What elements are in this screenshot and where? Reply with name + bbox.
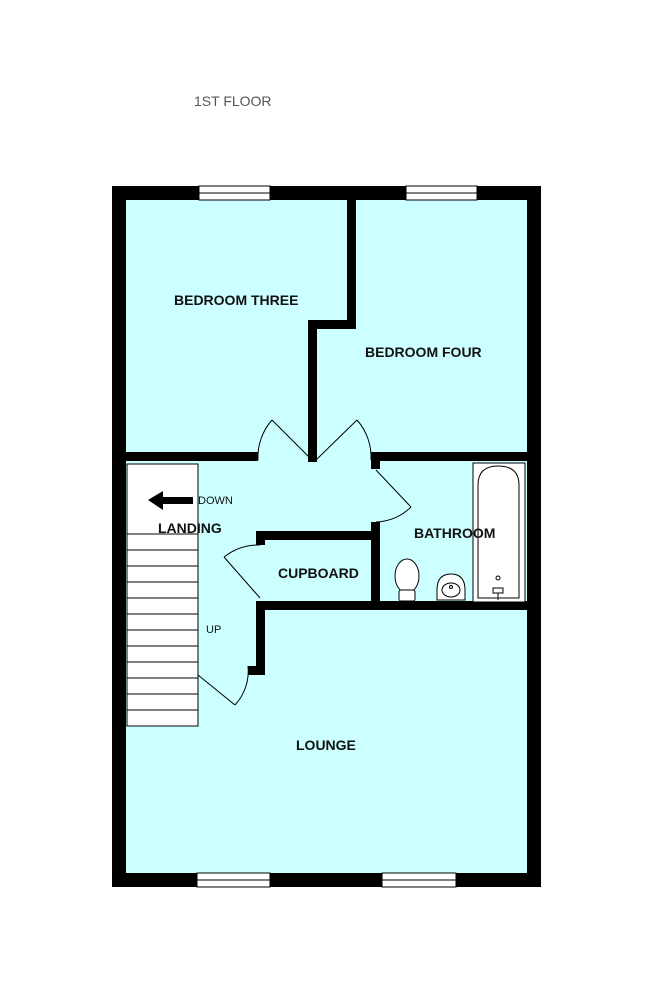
window-icon	[381, 872, 457, 888]
door-swing-icon	[315, 419, 372, 461]
window-icon	[196, 872, 271, 888]
toilet-icon	[394, 558, 420, 602]
label-stairs-down: DOWN	[198, 495, 233, 507]
door-swing-icon	[197, 665, 249, 706]
label-bedroom-four: BEDROOM FOUR	[365, 344, 482, 360]
label-bathroom: BATHROOM	[414, 525, 495, 541]
label-lounge: LOUNGE	[296, 737, 356, 753]
door-swing-icon	[257, 419, 313, 461]
label-bedroom-three: BEDROOM THREE	[174, 292, 298, 308]
floor-title: 1ST FLOOR	[194, 93, 272, 109]
sink-icon	[436, 573, 466, 601]
window-icon	[405, 185, 478, 201]
door-swing-icon	[375, 469, 412, 523]
label-cupboard: CUPBOARD	[278, 565, 359, 581]
door-swing-icon	[223, 544, 261, 599]
bath-icon	[472, 462, 526, 603]
interior-walls	[119, 193, 533, 675]
label-stairs-up: UP	[206, 624, 221, 636]
window-icon	[198, 185, 271, 201]
arrow-left-icon	[148, 491, 193, 510]
label-landing: LANDING	[158, 520, 222, 536]
